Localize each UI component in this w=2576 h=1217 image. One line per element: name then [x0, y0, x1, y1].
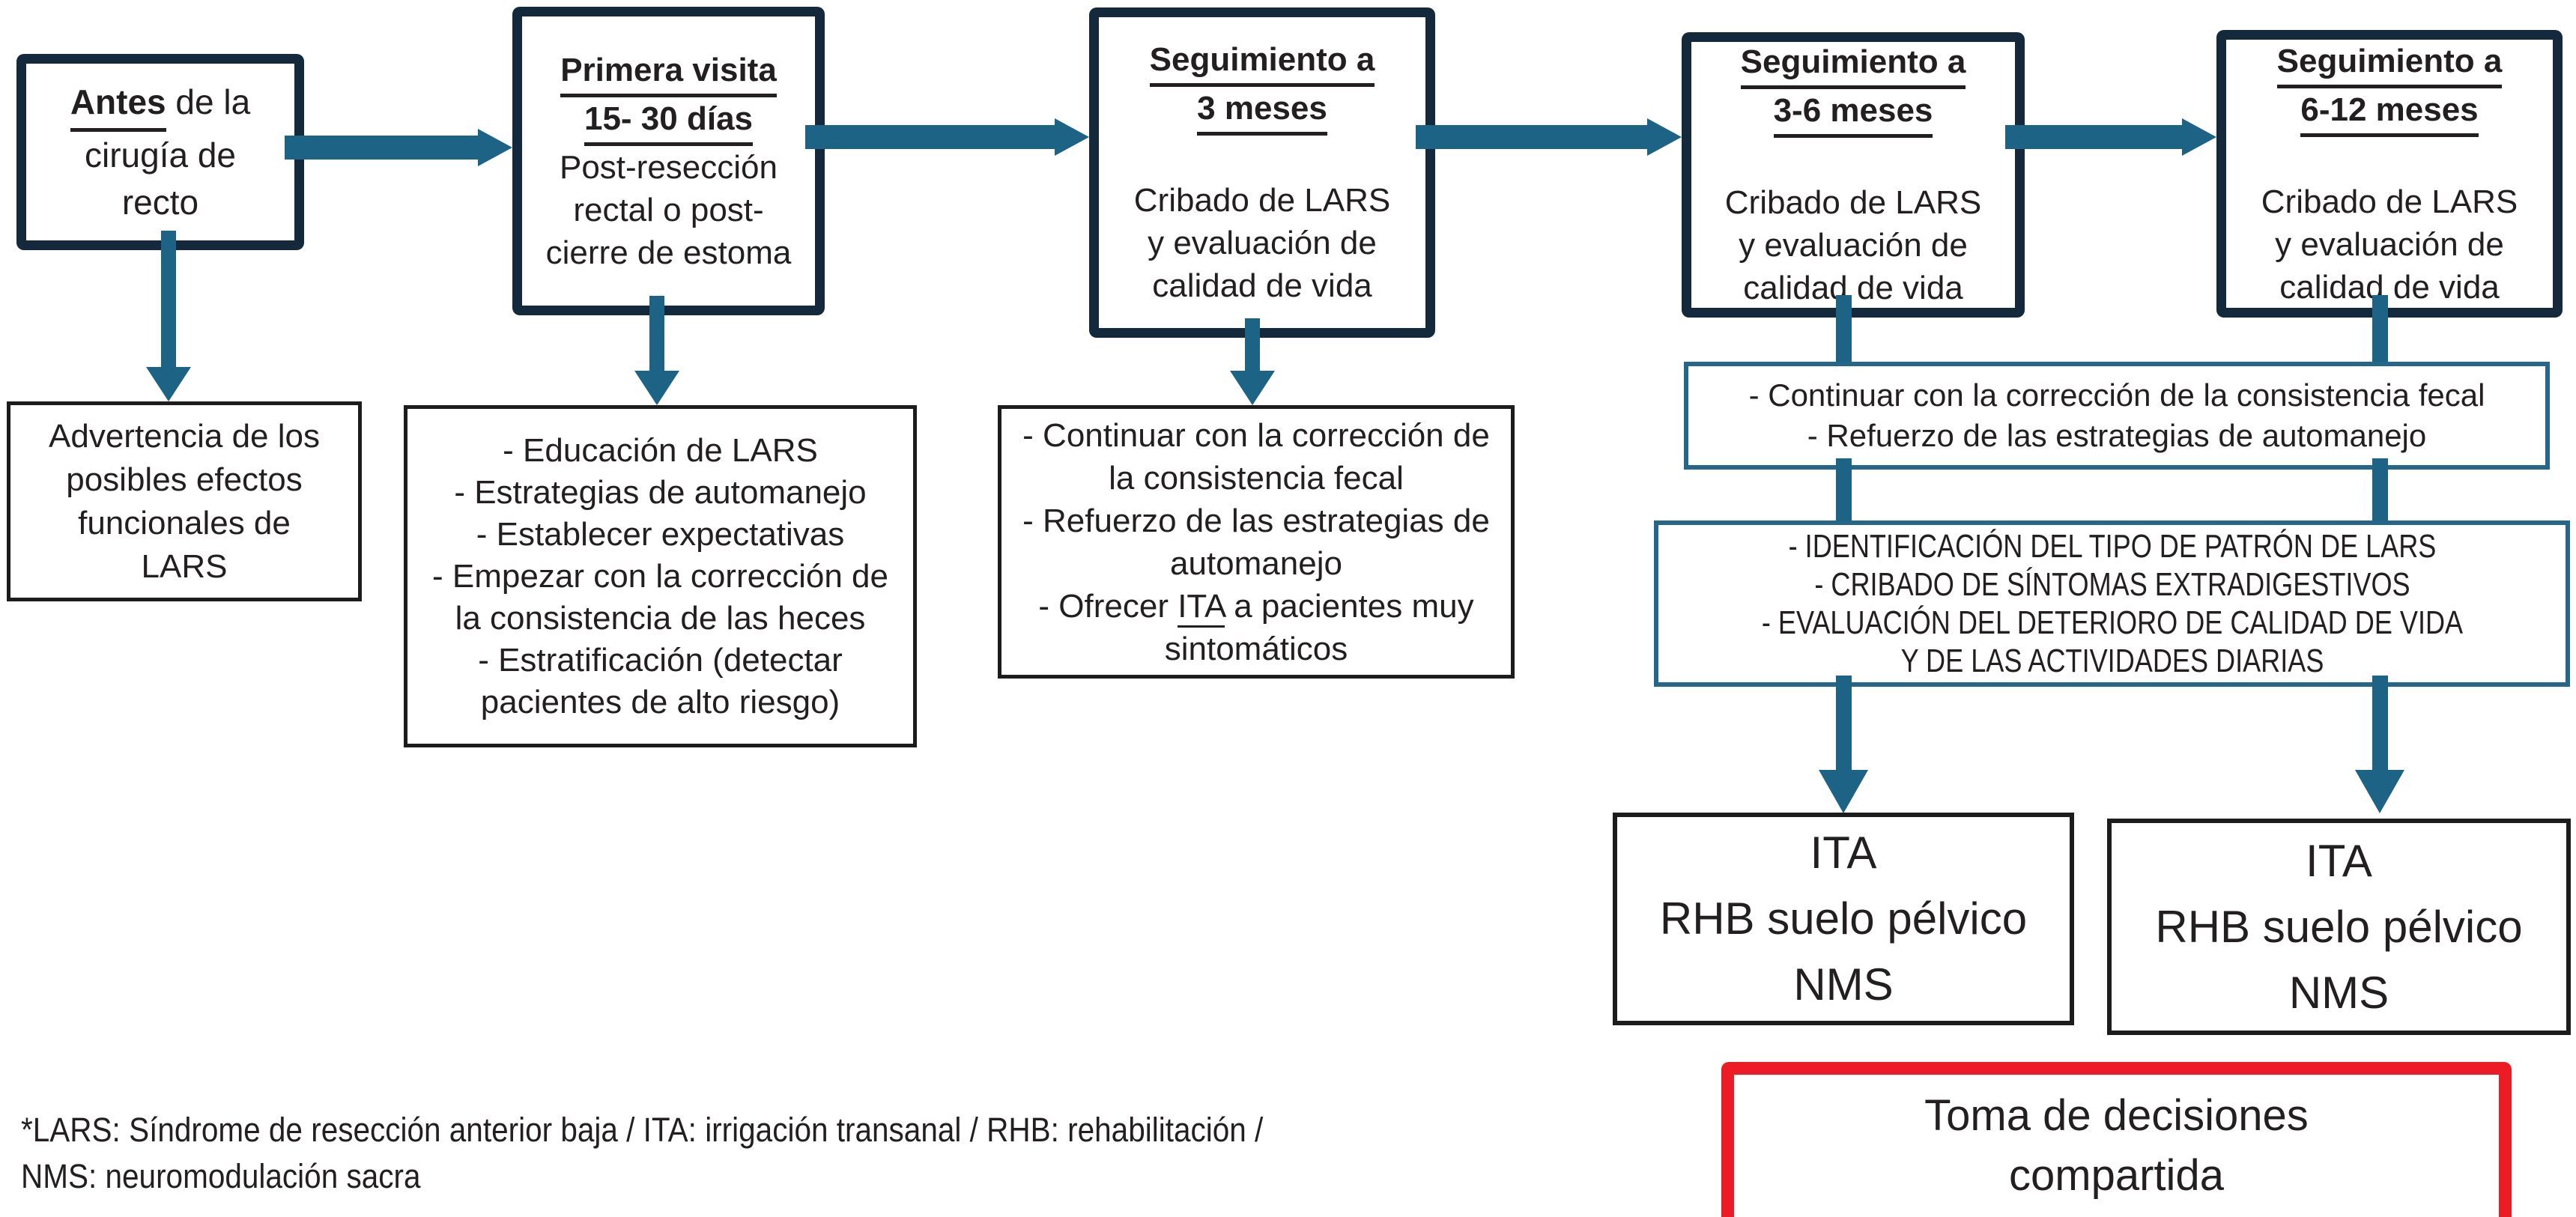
assessment-band-item: - CRIBADO DE SÍNTOMAS EXTRADIGESTIVOS — [1813, 566, 2410, 603]
connector-line — [1836, 458, 1852, 523]
arrow-down-icon — [145, 231, 193, 401]
arrow-head — [1055, 118, 1089, 156]
arrow-shaft — [285, 136, 481, 160]
first-visit-item: - Estratificación (detectar pacientes de… — [478, 641, 843, 720]
shared-decision-box: Toma de decisiones compartida — [1721, 1062, 2512, 1217]
stage-followup-6-12m-body: Cribado de LARS y evaluación de calidad … — [2261, 183, 2518, 306]
stage-followup-3-6m-heading2: 3-6 meses — [1773, 89, 1933, 138]
connector-line — [2372, 458, 2388, 523]
arrow-shaft — [805, 125, 1058, 149]
stage-first-visit-body: Post-resección rectal o post-cierre de e… — [545, 148, 792, 271]
arrow-right-icon — [1416, 118, 1682, 156]
arrow-head — [146, 367, 191, 401]
footnote-line: *LARS: Síndrome de resección anterior ba… — [21, 1111, 1264, 1149]
stage-followup-6-12m-heading1: Seguimiento a — [2276, 40, 2503, 88]
treatment-line: ITA — [1810, 828, 1877, 878]
connector-line — [1836, 295, 1852, 364]
continue-band-item: - Refuerzo de las estrategias de automan… — [1807, 418, 2427, 453]
arrow-head — [1647, 118, 1682, 156]
band-continue-correction: - Continuar con la corrección de la cons… — [1684, 362, 2550, 470]
arrow-right-icon — [285, 129, 512, 166]
arrow-head — [634, 371, 679, 405]
first-visit-item: - Estrategias de automanejo — [454, 473, 867, 511]
arrow-shaft — [2372, 676, 2388, 773]
stage-followup-3m-body: Cribado de LARS y evaluación de calidad … — [1133, 182, 1391, 304]
stage-pre-surgery-text: Antes de la cirugía de recto — [48, 79, 273, 226]
stage-pre-surgery-emphasis: Antes — [70, 79, 166, 132]
connector-line — [2372, 295, 2388, 364]
arrow-head — [478, 129, 512, 166]
arrow-down-icon — [1228, 318, 1276, 405]
followup-3m-item: - Ofrecer ITA a pacientes muy sintomátic… — [1038, 587, 1474, 667]
action-box-pre-surgery-warning: Advertencia de los posibles efectos func… — [7, 401, 362, 601]
arrow-right-icon — [2005, 118, 2216, 156]
assessment-band-items: - IDENTIFICACIÓN DEL TIPO DE PATRÓN DE L… — [1750, 527, 2475, 680]
arrow-shaft — [1836, 676, 1852, 773]
treatment-line: NMS — [1793, 959, 1894, 1010]
arrow-down-icon — [2355, 676, 2404, 813]
arrow-down-icon — [1819, 676, 1868, 813]
action-box-first-visit: - Educación de LARS - Estrategias de aut… — [404, 405, 917, 747]
arrow-shaft — [161, 231, 176, 370]
stage-first-visit-heading1: Primera visita — [560, 49, 777, 97]
treatment-line: RHB suelo pélvico — [1659, 893, 2028, 944]
arrow-shaft — [1416, 125, 1650, 149]
stage-followup-3m-heading1: Seguimiento a — [1149, 38, 1375, 87]
stage-followup-3-6m-heading1: Seguimiento a — [1740, 40, 1966, 89]
stage-box-followup-6-12m: Seguimiento a 6-12 meses Cribado de LARS… — [2216, 30, 2563, 318]
arrow-right-icon — [805, 118, 1089, 156]
shared-decision-text: Toma de decisiones compartida — [1924, 1091, 2309, 1200]
arrow-shaft — [2005, 125, 2185, 149]
stage-box-pre-surgery: Antes de la cirugía de recto — [16, 54, 304, 250]
arrow-head — [1230, 371, 1275, 405]
footnote-line: NMS: neuromodulación sacra — [21, 1157, 421, 1195]
arrow-shaft — [649, 296, 664, 374]
arrow-head — [2182, 118, 2216, 156]
abbreviations-footnote: *LARS: Síndrome de resección anterior ba… — [21, 1107, 1263, 1200]
stage-box-followup-3-6m: Seguimiento a 3-6 meses Cribado de LARS … — [1682, 32, 2025, 318]
treatment-line: RHB suelo pélvico — [2155, 901, 2523, 952]
stage-followup-3-6m-body: Cribado de LARS y evaluación de calidad … — [1724, 184, 1982, 306]
arrow-head — [2355, 770, 2404, 813]
ita-underlined: ITA — [1178, 587, 1225, 628]
arrow-shaft — [1245, 318, 1260, 374]
followup-3m-item: - Refuerzo de las estrategias de automan… — [1022, 502, 1490, 582]
treatment-box-right: ITA RHB suelo pélvico NMS — [2107, 819, 2571, 1035]
stage-followup-6-12m-heading2: 6-12 meses — [2300, 88, 2479, 137]
action-box-followup-3m: - Continuar con la corrección de la cons… — [998, 405, 1515, 679]
stage-pre-surgery-rest: de la cirugía de recto — [84, 82, 251, 222]
stage-followup-3m-heading2: 3 meses — [1197, 87, 1327, 136]
stage-first-visit-heading2: 15- 30 días — [584, 97, 754, 146]
first-visit-item: - Establecer expectativas — [476, 515, 845, 553]
first-visit-item: - Empezar con la corrección de la consis… — [432, 557, 888, 637]
assessment-band-item: - EVALUACIÓN DEL DETERIORO DE CALIDAD DE… — [1761, 604, 2463, 679]
first-visit-item: - Educación de LARS — [503, 431, 818, 469]
treatment-line: NMS — [2288, 967, 2389, 1018]
followup-3m-item: - Continuar con la corrección de la cons… — [1022, 416, 1490, 497]
band-lars-assessment: - IDENTIFICACIÓN DEL TIPO DE PATRÓN DE L… — [1654, 521, 2570, 687]
continue-band-item: - Continuar con la corrección de la cons… — [1748, 377, 2485, 413]
stage-box-followup-3m: Seguimiento a 3 meses Cribado de LARS y … — [1089, 7, 1435, 338]
assessment-band-item: - IDENTIFICACIÓN DEL TIPO DE PATRÓN DE L… — [1788, 528, 2436, 565]
arrow-down-icon — [633, 296, 681, 405]
arrow-head — [1819, 770, 1868, 813]
treatment-box-left: ITA RHB suelo pélvico NMS — [1613, 813, 2074, 1025]
stage-box-first-visit: Primera visita 15- 30 días Post-resecció… — [512, 7, 825, 315]
pre-surgery-warning-text: Advertencia de los posibles efectos func… — [49, 417, 320, 585]
treatment-line: ITA — [2306, 835, 2372, 886]
